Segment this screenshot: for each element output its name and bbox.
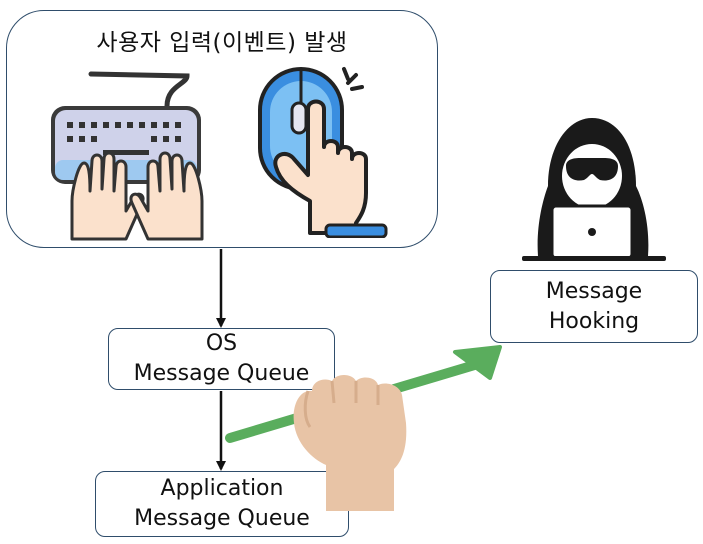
- hooking-line2: Hooking: [548, 308, 640, 334]
- mouse-click-icon: [258, 67, 388, 238]
- app-queue-line2: Message Queue: [134, 506, 310, 531]
- message-hooking-box: Message Hooking: [490, 270, 698, 343]
- os-message-queue-box: OS Message Queue: [108, 328, 335, 390]
- application-message-queue-box: Application Message Queue: [95, 471, 349, 537]
- grabbing-hand-icon: [293, 375, 407, 511]
- user-input-box: 사용자 입력(이벤트) 발생: [6, 10, 438, 248]
- os-queue-line1: OS: [205, 331, 238, 356]
- hacker-laptop-icon: [522, 118, 666, 261]
- hooking-arrow-head: [453, 345, 502, 380]
- typing-hands-icon: [70, 151, 204, 241]
- input-title: 사용자 입력(이벤트) 발생: [96, 30, 348, 56]
- os-queue-line2: Message Queue: [133, 361, 310, 386]
- app-queue-line1: Application: [160, 476, 284, 501]
- hooking-line1: Message: [545, 278, 643, 304]
